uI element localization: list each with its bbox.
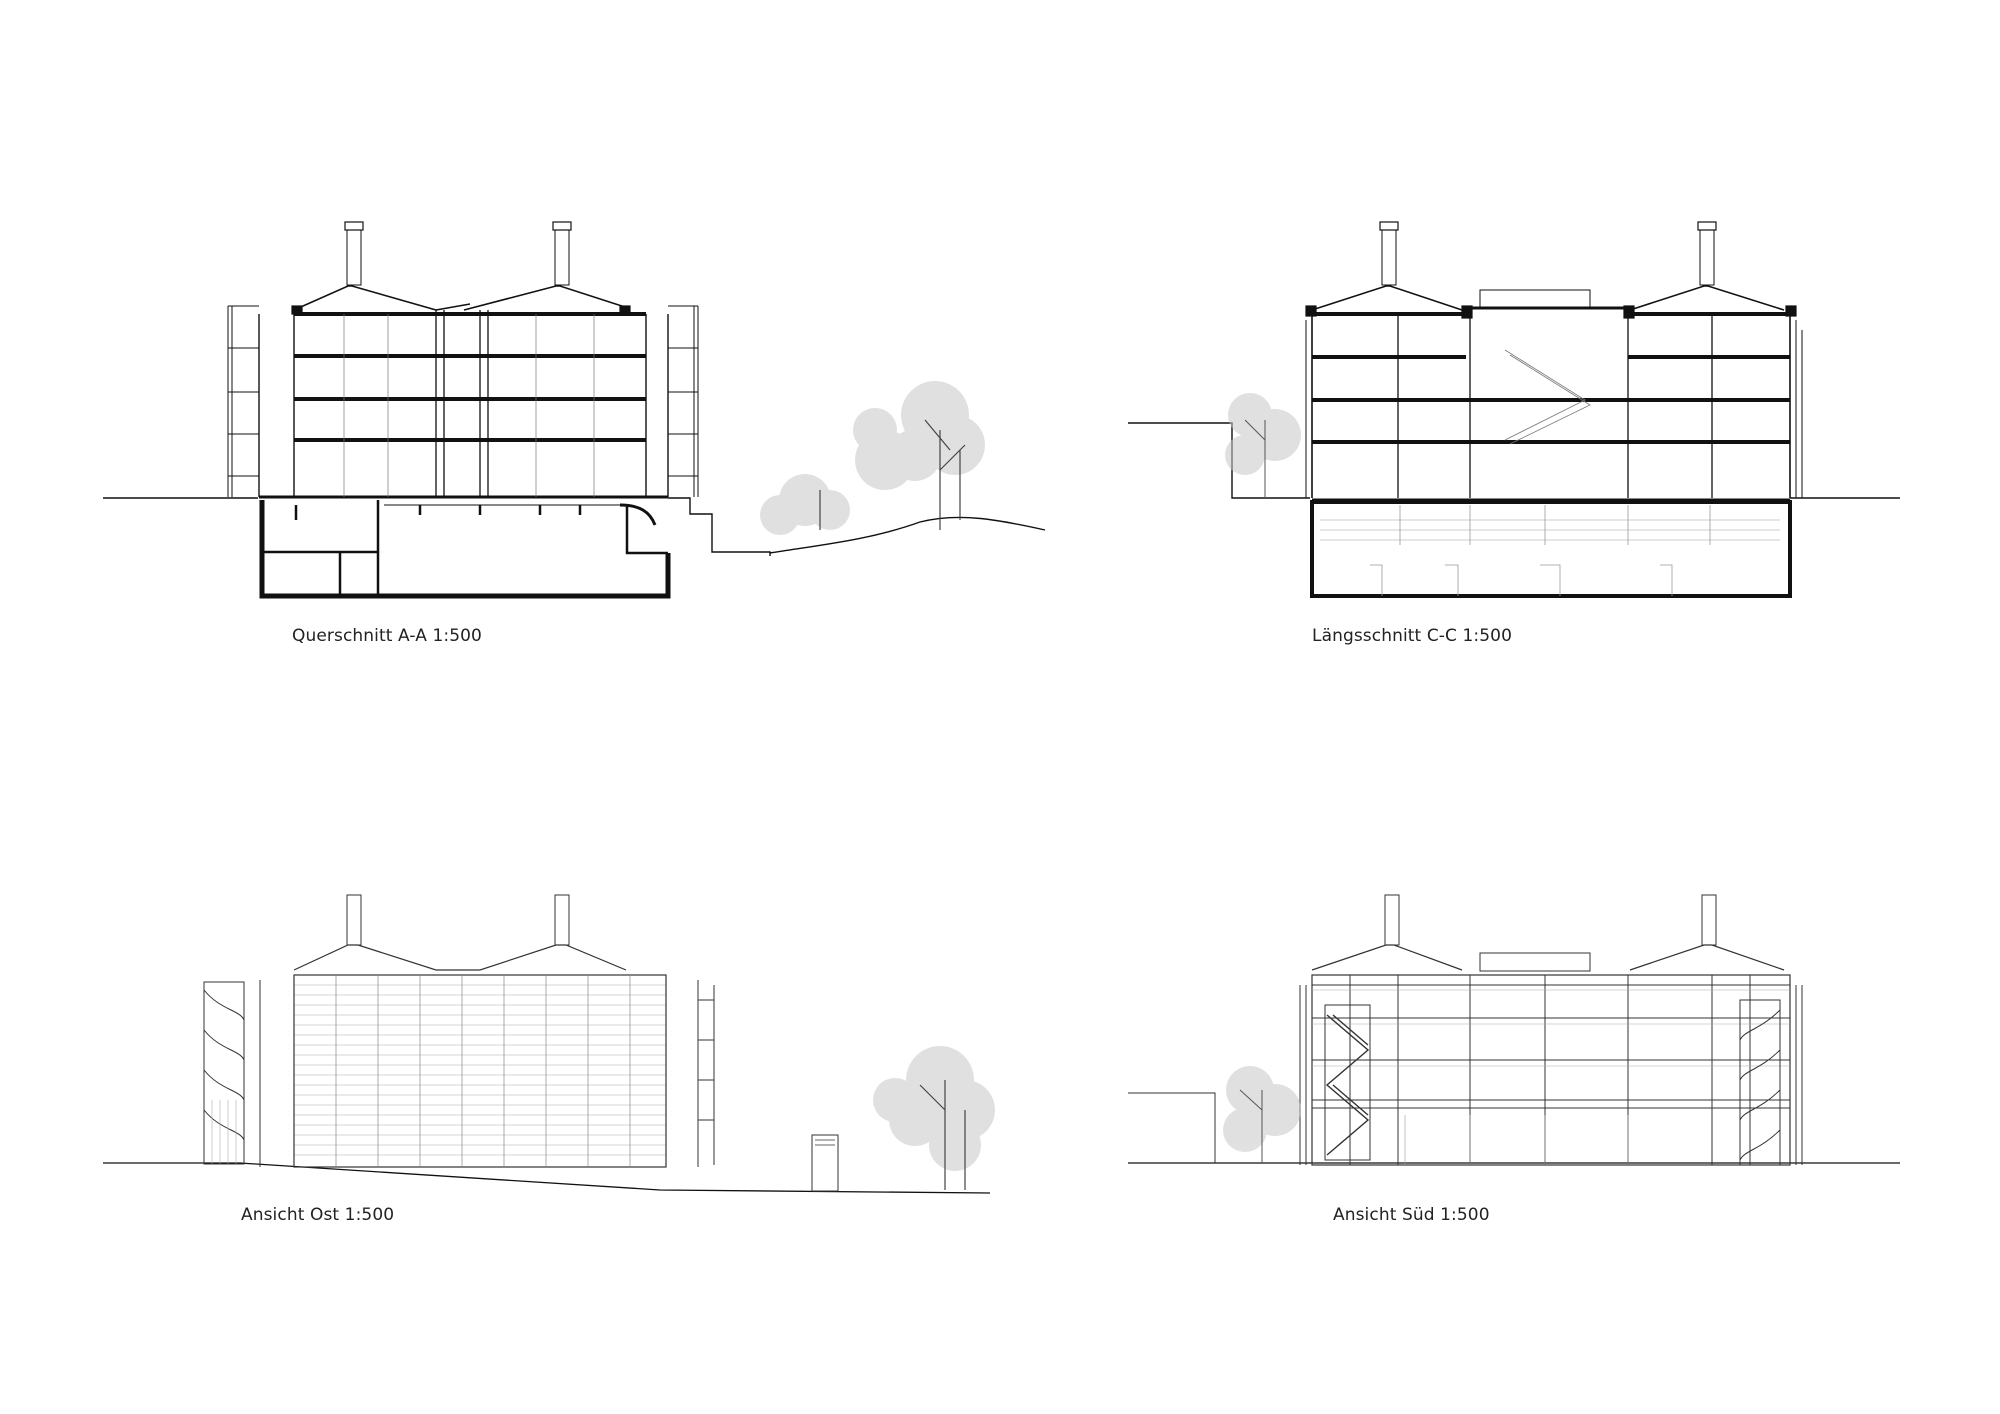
atrium-stair <box>1504 349 1591 445</box>
roof-left <box>293 285 471 311</box>
roof-left <box>1311 285 1463 311</box>
elevation-east-drawing <box>103 894 991 1194</box>
chimney-left <box>1381 224 1397 286</box>
balconies-right <box>668 305 699 497</box>
chimney-right <box>1699 224 1715 286</box>
atrium-roof <box>1479 952 1591 972</box>
caption-ansicht-ost: Ansicht Ost 1:500 <box>241 1205 395 1225</box>
tree-group-section-c <box>1225 393 1301 475</box>
section-c-c-drawing <box>1128 221 1900 598</box>
caption-ansicht-sued: Ansicht Süd 1:500 <box>1333 1205 1490 1225</box>
ground-line <box>103 497 1046 556</box>
tree-group-east <box>873 1046 995 1171</box>
kiosk <box>811 1134 839 1192</box>
section-a-a-drawing <box>103 221 1046 599</box>
floor-slabs <box>1312 312 1790 444</box>
basement <box>1310 500 1792 598</box>
caption-laengsschnitt: Längsschnitt C-C 1:500 <box>1312 626 1512 646</box>
elevation-south-drawing <box>1128 894 1900 1166</box>
chimney-right <box>554 894 570 946</box>
east-facade <box>293 974 667 1168</box>
roof-right <box>1629 285 1785 311</box>
chimney-left <box>1384 894 1400 946</box>
spiral-stair-right <box>1739 999 1781 1166</box>
spiral-stair-left <box>203 981 245 1165</box>
chimney-right <box>1701 894 1717 946</box>
chimney-left <box>346 894 362 946</box>
basement <box>259 500 671 599</box>
floor-slabs <box>294 312 646 442</box>
south-facade <box>1311 974 1791 1166</box>
caption-querschnitt: Querschnitt A-A 1:500 <box>292 626 482 646</box>
roof-right <box>463 285 629 311</box>
stair-left <box>1324 1004 1371 1161</box>
balconies-left <box>227 305 259 497</box>
chimney-right <box>554 224 570 286</box>
chimney-left <box>346 224 362 286</box>
atrium-roof <box>1479 289 1591 309</box>
